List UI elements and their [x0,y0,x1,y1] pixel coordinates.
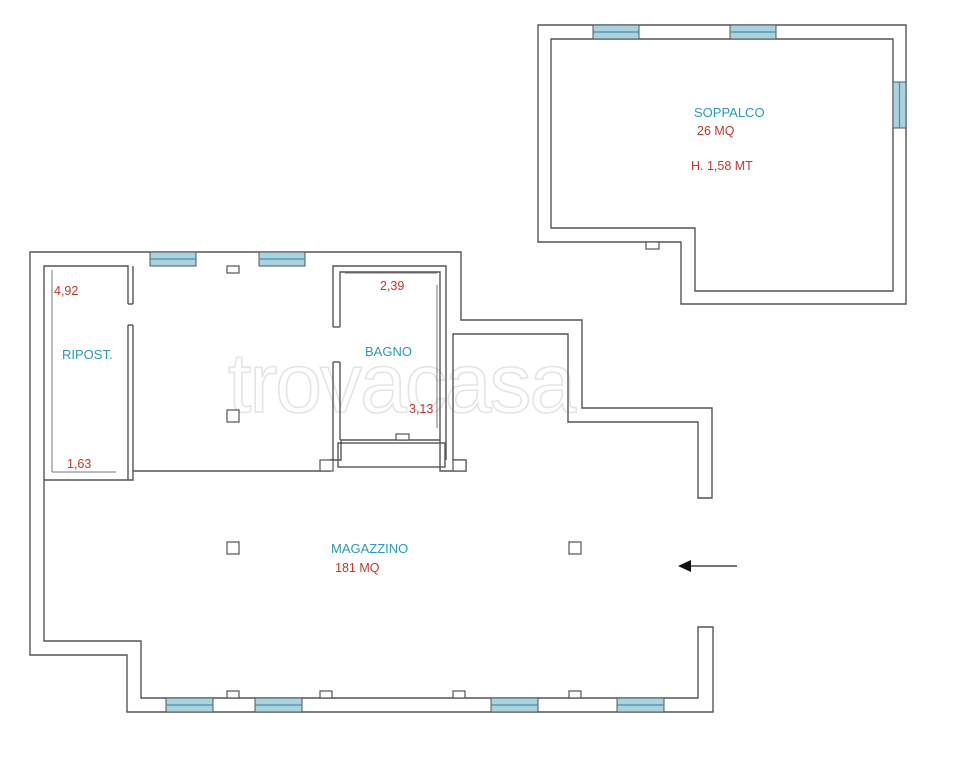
ripostiglio-name: RIPOST. [62,347,113,362]
ripostiglio-dim-bottom: 1,63 [67,457,91,471]
main-pillars [226,265,582,699]
soppalco-height: H. 1,58 MT [691,159,753,173]
magazzino-area: 181 MQ [335,561,380,575]
soppalco-walls [537,24,907,305]
arrow-left-icon [678,560,737,572]
bagno-dim-top: 2,39 [380,279,404,293]
magazzino-name: MAGAZZINO [331,541,408,556]
soppalco-windows [592,24,907,129]
watermark: trovacasa [228,336,576,430]
ripostiglio-dim-top: 4,92 [54,284,78,298]
soppalco-name: SOPPALCO [694,105,765,120]
dimension-lines [51,270,438,473]
main-windows [149,251,665,713]
soppalco-area: 26 MQ [697,124,735,138]
bagno-name: BAGNO [365,344,412,359]
main-walls [29,251,714,713]
bagno-dim-side: 3,13 [409,402,433,416]
